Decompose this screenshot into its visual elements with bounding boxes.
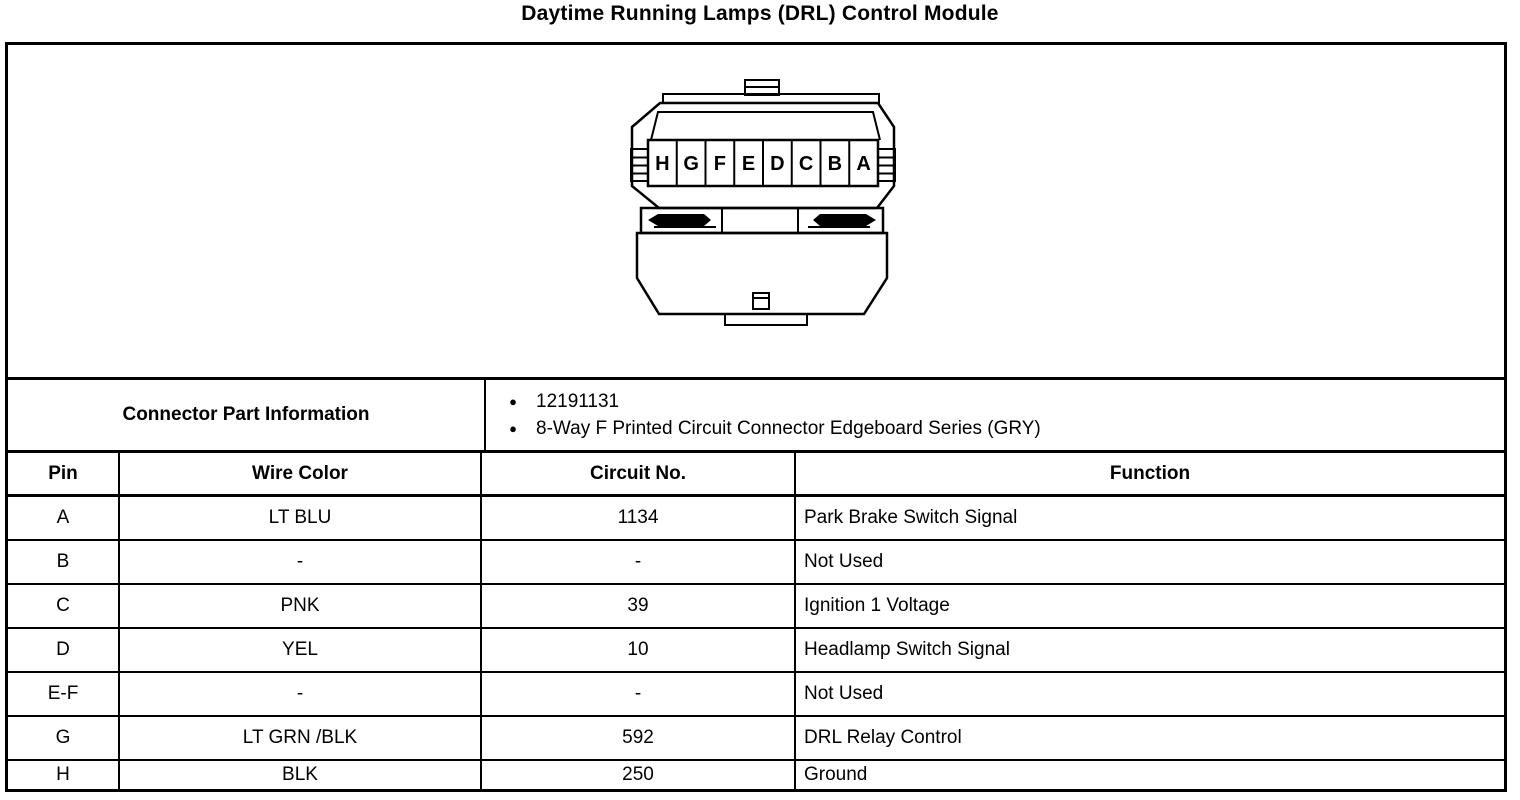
circuit-no-cell: - xyxy=(482,541,796,583)
pin-cell: C xyxy=(8,585,120,627)
circuit-no-cell: 250 xyxy=(482,761,796,789)
pin-label-e: E xyxy=(742,153,755,175)
function-cell: Headlamp Switch Signal xyxy=(804,639,1010,660)
connector-bottom-tab-shape xyxy=(724,314,808,326)
table-row: C PNK 39 Ignition 1 Voltage xyxy=(8,585,1504,629)
header-wire-color: Wire Color xyxy=(120,453,482,494)
page-title: Daytime Running Lamps (DRL) Control Modu… xyxy=(521,2,999,25)
pin-cell: B xyxy=(8,541,120,583)
connector-body-shape xyxy=(635,231,889,316)
function-cell: DRL Relay Control xyxy=(804,727,962,748)
pin-label-b: B xyxy=(828,153,842,175)
header-pin: Pin xyxy=(8,453,120,494)
pin-label-h: H xyxy=(655,153,669,175)
table-row: H BLK 250 Ground xyxy=(8,761,1504,789)
connector-part-info-label: Connector Part Information xyxy=(8,380,486,450)
function-cell: Ignition 1 Voltage xyxy=(804,595,950,616)
circuit-no-cell: 10 xyxy=(482,629,796,671)
lock-tab-right-icon xyxy=(877,148,896,182)
header-function: Function xyxy=(1109,462,1191,484)
pin-label-c: C xyxy=(799,153,813,175)
table-row: A LT BLU 1134 Park Brake Switch Signal xyxy=(8,497,1504,541)
function-cell: Park Brake Switch Signal xyxy=(804,507,1018,528)
wire-color-cell: BLK xyxy=(120,761,482,789)
pin-cell: H xyxy=(8,761,120,789)
wire-color-cell: YEL xyxy=(120,629,482,671)
connector-info-panel: H G F E D C B A Connector Part Informati… xyxy=(5,42,1507,792)
wire-color-cell: - xyxy=(120,673,482,715)
wire-color-cell: PNK xyxy=(120,585,482,627)
part-number-text: 12191131 xyxy=(536,390,620,412)
pin-label-g: G xyxy=(683,153,699,175)
index-square-icon xyxy=(752,292,770,310)
connector-diagram: H G F E D C B A xyxy=(8,45,1504,380)
header-circuit-no: Circuit No. xyxy=(482,453,796,494)
table-row: B - - Not Used xyxy=(8,541,1504,585)
pin-cell: E-F xyxy=(8,673,120,715)
connector-top-tab-shape xyxy=(744,79,780,96)
table-row: G LT GRN /BLK 592 DRL Relay Control xyxy=(8,717,1504,761)
latch-arrow-right-icon xyxy=(808,214,876,228)
part-number-item: ● 12191131 xyxy=(506,391,1504,413)
function-cell: Not Used xyxy=(804,683,884,704)
bullet-icon: ● xyxy=(509,394,517,409)
wire-color-cell: LT GRN /BLK xyxy=(120,717,482,759)
pin-label-f: F xyxy=(714,153,726,175)
circuit-no-cell: 1134 xyxy=(482,497,796,539)
table-row: D YEL 10 Headlamp Switch Signal xyxy=(8,629,1504,673)
connector-part-info-row: Connector Part Information ● 12191131 ● … xyxy=(8,380,1504,453)
table-header-row: Pin Wire Color Circuit No. Function xyxy=(8,453,1504,497)
connector-series-item: ● 8-Way F Printed Circuit Connector Edge… xyxy=(506,418,1504,440)
wire-color-cell: LT BLU xyxy=(120,497,482,539)
pin-label-a: A xyxy=(856,153,870,175)
terminal-dividers xyxy=(675,140,851,186)
connector-part-info-values: ● 12191131 ● 8-Way F Printed Circuit Con… xyxy=(486,380,1504,450)
table-row: E-F - - Not Used xyxy=(8,673,1504,717)
pin-cell: A xyxy=(8,497,120,539)
lock-tab-left-icon xyxy=(630,148,649,182)
circuit-no-cell: 39 xyxy=(482,585,796,627)
function-cell: Ground xyxy=(804,764,868,785)
pin-cell: D xyxy=(8,629,120,671)
pin-cell: G xyxy=(8,717,120,759)
pin-labels: H G F E D C B A xyxy=(655,153,871,175)
connector-inner-wall-shape xyxy=(650,111,881,141)
circuit-no-cell: - xyxy=(482,673,796,715)
connector-series-text: 8-Way F Printed Circuit Connector Edgebo… xyxy=(536,417,1041,439)
wire-color-cell: - xyxy=(120,541,482,583)
function-cell: Not Used xyxy=(804,551,884,572)
latch-arrow-left-icon xyxy=(648,214,716,228)
circuit-no-cell: 592 xyxy=(482,717,796,759)
pin-label-d: D xyxy=(770,153,784,175)
bullet-icon: ● xyxy=(509,421,517,436)
connector-drawing: H G F E D C B A xyxy=(630,79,896,326)
